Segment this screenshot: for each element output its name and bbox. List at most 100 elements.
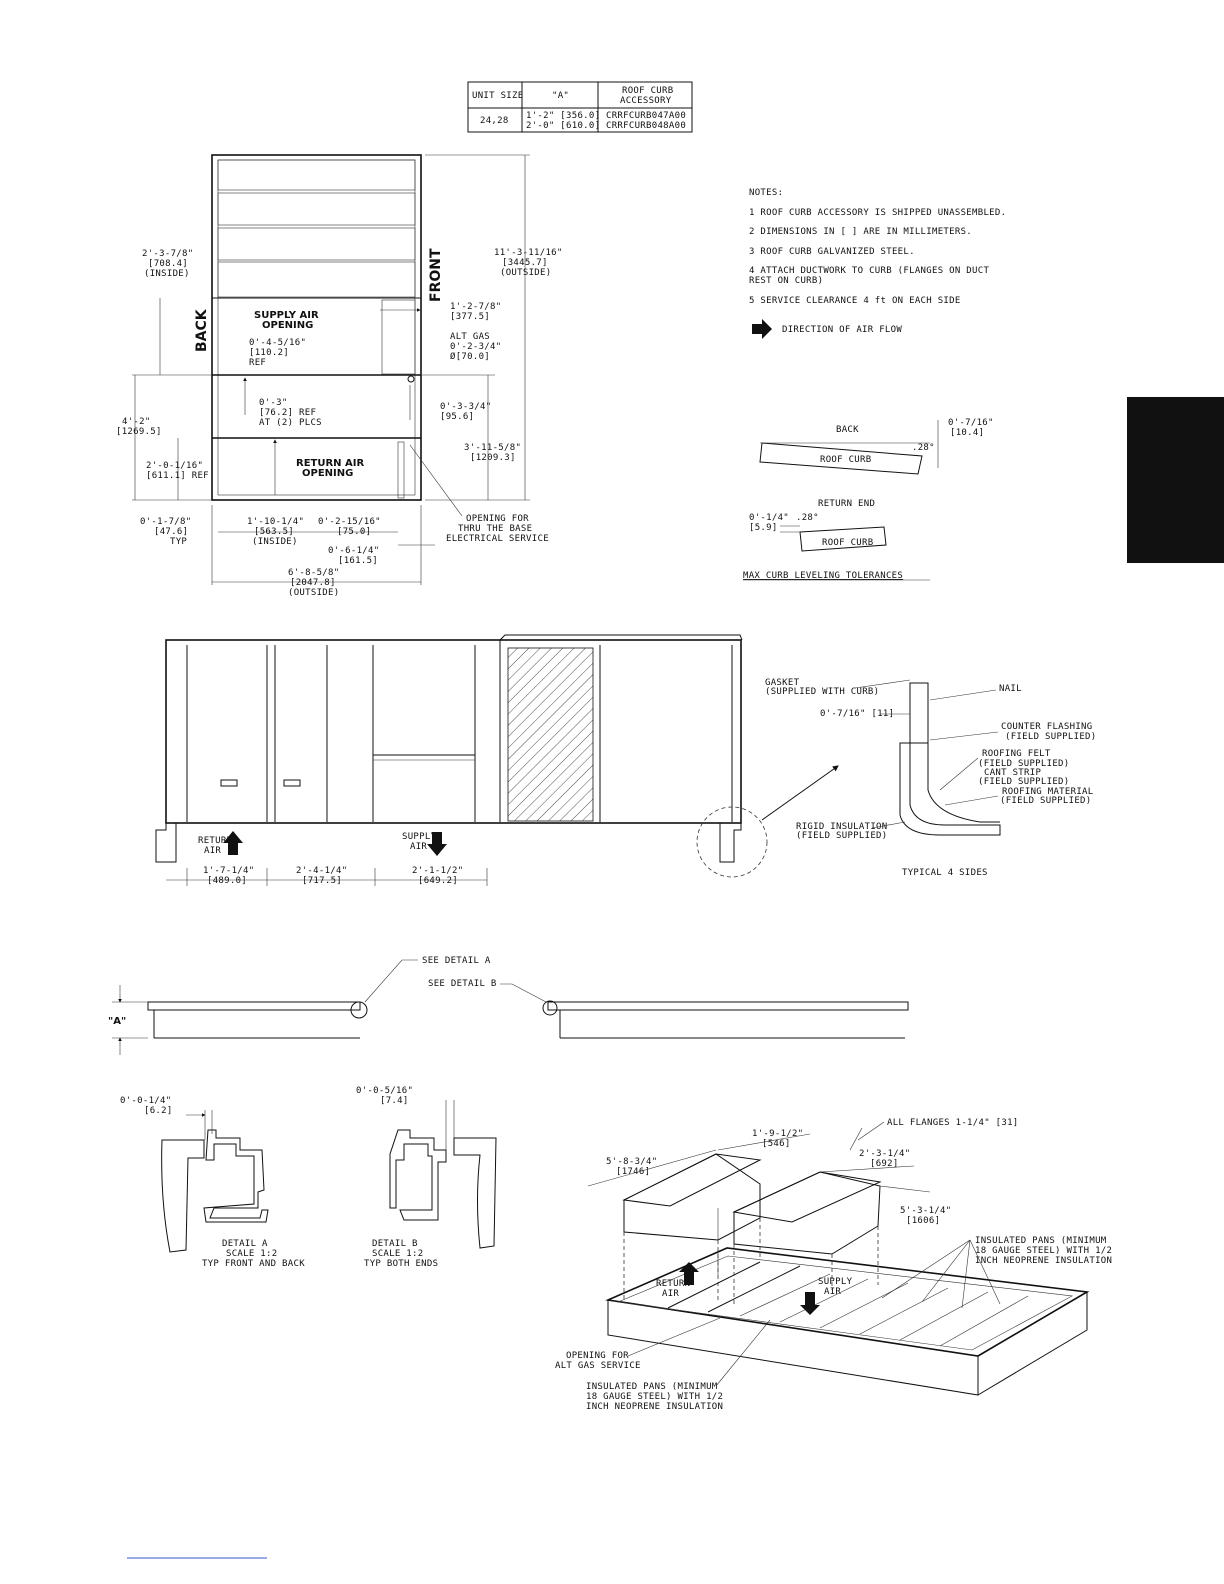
detail-b-dim-2: [7.4] [380,1096,409,1106]
dim-0-4-5-16-c: REF [249,358,266,368]
table-header-accessory: ACCESSORY [620,96,672,106]
iso-supply-2: AIR [824,1287,841,1297]
table-cell-a2: 2'-0" [610.0] [526,121,600,131]
iso-flanges: ALL FLANGES 1-1/4" [31] [887,1118,1019,1128]
dim-0-3-3-4-a: 0'-3-3/4" [440,402,491,412]
airflow-legend: DIRECTION OF AIR FLOW [782,325,902,335]
iso-d3-a: 2'-3-1/4" [859,1149,910,1159]
curb-a-label: "A" [108,1016,126,1027]
elec-opening-3: ELECTRICAL SERVICE [446,534,549,544]
dim-2-0-1-16-b: [611.1] REF [146,471,209,481]
iso-d1-a: 1'-9-1/2" [752,1129,803,1139]
lev-back-dim-2: [10.4] [950,428,984,438]
note-2: 2 DIMENSIONS IN [ ] ARE IN MILLIMETERS. [749,227,972,237]
see-detail-a: SEE DETAIL A [422,956,491,966]
iso-d4-a: 5'-3-1/4" [900,1206,951,1216]
iso-d2-b: [1746] [616,1167,650,1177]
detail-b-title-2: SCALE 1:2 [372,1249,423,1259]
dim-1-10-1-4-c: (INSIDE) [252,537,298,547]
dim-4-2-a: 4'-2" [122,417,151,427]
elev-dim-3b: [649.2] [418,876,458,886]
curb-side-views: "A" SEE DETAIL A SEE DETAIL B [108,956,909,1055]
back-label: BACK [194,308,210,352]
elev-return-2: AIR [204,846,221,856]
iso-d3-b: [692] [870,1159,899,1169]
dim-2-0-1-16-a: 2'-0-1/16" [146,461,203,471]
note-3: 3 ROOF CURB GALVANIZED STEEL. [749,247,915,257]
detail-a-title-2: SCALE 1:2 [226,1249,277,1259]
sec-counter-1: COUNTER FLASHING [1001,722,1093,732]
lev-back-angle: .28° [912,443,935,453]
alt-gas-2: 0'-2-3/4" [450,342,501,352]
dim-0-4-5-16-b: [110.2] [249,348,289,358]
elec-opening-2: THRU THE BASE [458,524,532,534]
dim-0-1-7-8-a: 0'-1-7/8" [140,517,191,527]
lev-return-end: RETURN END [818,499,875,509]
dim-inside-w-1: 2'-3-7/8" [142,249,193,259]
dim-overall-len-1: 11'-3-11/16" [494,248,563,258]
elec-opening-1: OPENING FOR [466,514,529,524]
table-header-unit: UNIT SIZE [472,91,523,101]
sec-gasket-2: (SUPPLIED WITH CURB) [765,687,879,697]
dim-4-2-b: [1269.5] [116,427,162,437]
dim-0-3-a: 0'-3" [259,398,288,408]
dim-3-11-5-8-a: 3'-11-5/8" [464,443,521,453]
dim-0-3-c: AT (2) PLCS [259,418,322,428]
detail-a-dim-1: 0'-0-1/4" [120,1096,171,1106]
elev-dim-2b: [717.5] [302,876,342,886]
lev-roof-curb-2: ROOF CURB [822,538,873,548]
table-header-a: "A" [552,91,569,101]
dim-overall-w-c: (OUTSIDE) [288,588,339,598]
sec-gasket-1: GASKET [765,678,800,688]
alt-gas-1: ALT GAS [450,332,490,342]
dim-3-11-5-8-b: [1209.3] [470,453,516,463]
elev-dim-1a: 1'-7-1/4" [203,866,254,876]
detail-a-title-1: DETAIL A [222,1239,268,1249]
detail-a: 0'-0-1/4" [6.2] DETAIL A SCALE 1:2 TYP F… [120,1096,305,1269]
table-cell-a1: 1'-2" [356.0] [526,111,600,121]
notes: NOTES: 1 ROOF CURB ACCESSORY IS SHIPPED … [749,188,1006,339]
iso-return-arrow-icon [679,1262,699,1285]
iso-d4-b: [1606] [906,1216,940,1226]
table-cell-acc1: CRRFCURB047A00 [606,111,686,121]
lev-return-angle: .28° [796,513,819,523]
table-header-roof-curb: ROOF CURB [622,86,673,96]
table-cell-unit: 24,28 [480,116,509,126]
iso-alt-gas-2: ALT GAS SERVICE [555,1361,641,1371]
elev-dim-1b: [489.0] [207,876,247,886]
detail-b-title-3: TYP BOTH ENDS [364,1259,438,1269]
iso-alt-gas-1: OPENING FOR [566,1351,629,1361]
dim-overall-w-a: 6'-8-5/8" [288,568,339,578]
elev-return-1: RETURN [198,836,232,846]
sec-nail: NAIL [999,684,1022,694]
dim-0-3-3-4-b: [95.6] [440,412,474,422]
dim-0-1-7-8-b: [47.6] [154,527,188,537]
lev-back: BACK [836,425,859,435]
iso-curb: RETURN AIR SUPPLY AIR ALL FLANGES 1-1/4"… [555,1118,1112,1412]
return-opening-label-2: OPENING [302,468,353,479]
dim-overall-len-3: (OUTSIDE) [500,268,551,278]
dim-overall-len-2: [3445.7] [502,258,548,268]
sec-felt-1: ROOFING FELT [982,749,1051,759]
dim-0-6-1-4-b: [161.5] [338,556,378,566]
lev-back-dim-1: 0'-7/16" [948,418,994,428]
iso-pans-right-1: INSULATED PANS (MINIMUM [975,1236,1107,1246]
supply-air-arrow-icon [427,832,447,856]
page-side-tab [1127,397,1224,563]
return-air-arrow-icon [223,831,243,855]
elev-supply-2: AIR [410,842,427,852]
dim-0-3-b: [76.2] REF [259,408,316,418]
dim-0-4-5-16-a: 0'-4-5/16" [249,338,306,348]
dim-1-2-7-8-a: 1'-2-7/8" [450,302,501,312]
dim-1-10-1-4-a: 1'-10-1/4" [247,517,304,527]
sec-roofing-1: ROOFING MATERIAL [1002,787,1094,797]
lev-return-dim-2: [5.9] [749,523,778,533]
elev-dim-2a: 2'-4-1/4" [296,866,347,876]
plan-view: SUPPLY AIR OPENING RETURN AIR OPENING BA… [116,154,563,598]
iso-pans-right-2: 18 GAUGE STEEL) WITH 1/2 [975,1246,1112,1256]
elev-supply-1: SUPPLY [402,832,437,842]
note-1: 1 ROOF CURB ACCESSORY IS SHIPPED UNASSEM… [749,208,1006,218]
sec-counter-2: (FIELD SUPPLIED) [1005,732,1097,742]
dim-inside-w-2: [708.4] [148,259,188,269]
